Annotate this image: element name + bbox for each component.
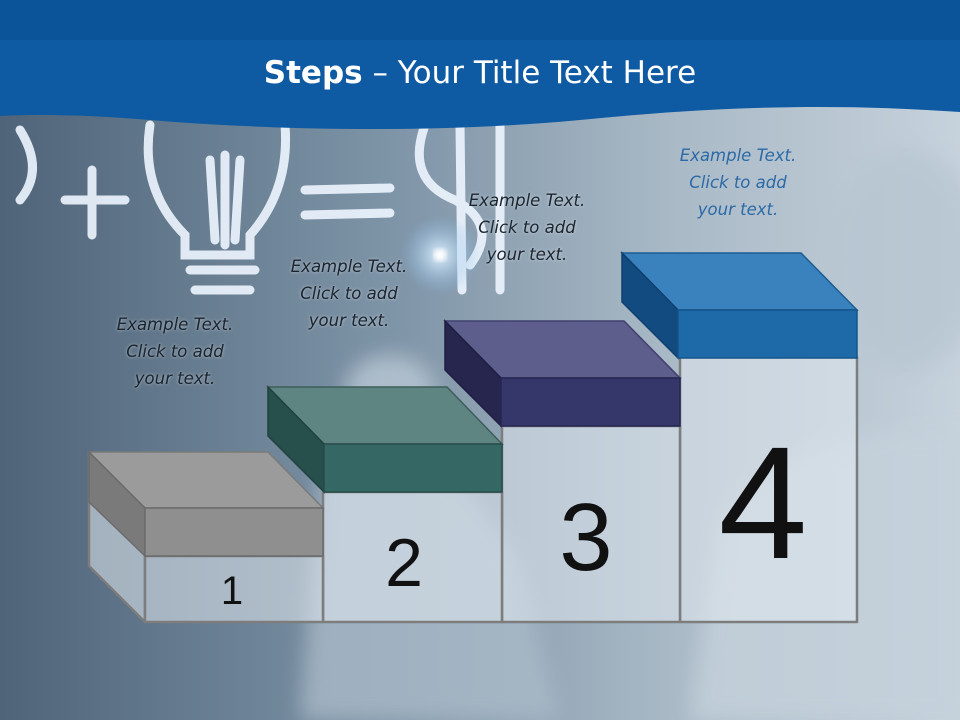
step-2-number: 2 — [385, 525, 423, 601]
step-2-lid[interactable] — [266, 385, 504, 494]
step-4-lid[interactable] — [620, 251, 859, 360]
step-3-caption[interactable]: Example Text. Click to add your text. — [442, 187, 612, 268]
caption-line: Example Text. — [468, 191, 586, 210]
step-3-lid[interactable] — [443, 319, 682, 428]
step-1-caption[interactable]: Example Text. Click to add your text. — [90, 311, 260, 392]
page-title[interactable]: Steps – Your Title Text Here — [0, 55, 960, 91]
caption-line: Example Text. — [679, 146, 797, 165]
step-2-caption[interactable]: Example Text. Click to add your text. — [264, 253, 434, 334]
doodles — [15, 120, 505, 295]
caption-line: your text. — [697, 200, 779, 219]
title-bold: Steps — [263, 55, 363, 91]
caption-line: your text. — [134, 369, 216, 388]
caption-line: Click to add — [478, 218, 576, 237]
caption-line: Click to add — [126, 342, 224, 361]
title-rest: – Your Title Text Here — [362, 55, 697, 91]
step-4-caption[interactable]: Example Text. Click to add your text. — [653, 142, 823, 223]
step-1-lid[interactable] — [87, 450, 325, 558]
caption-line: your text. — [308, 311, 390, 330]
caption-line: Example Text. — [116, 315, 234, 334]
caption-line: Example Text. — [290, 257, 408, 276]
step-3-number: 3 — [559, 484, 612, 591]
step-1-number: 1 — [221, 569, 243, 613]
step-4-number: 4 — [719, 413, 808, 592]
caption-line: your text. — [486, 245, 568, 264]
caption-line: Click to add — [689, 173, 787, 192]
caption-line: Click to add — [300, 284, 398, 303]
